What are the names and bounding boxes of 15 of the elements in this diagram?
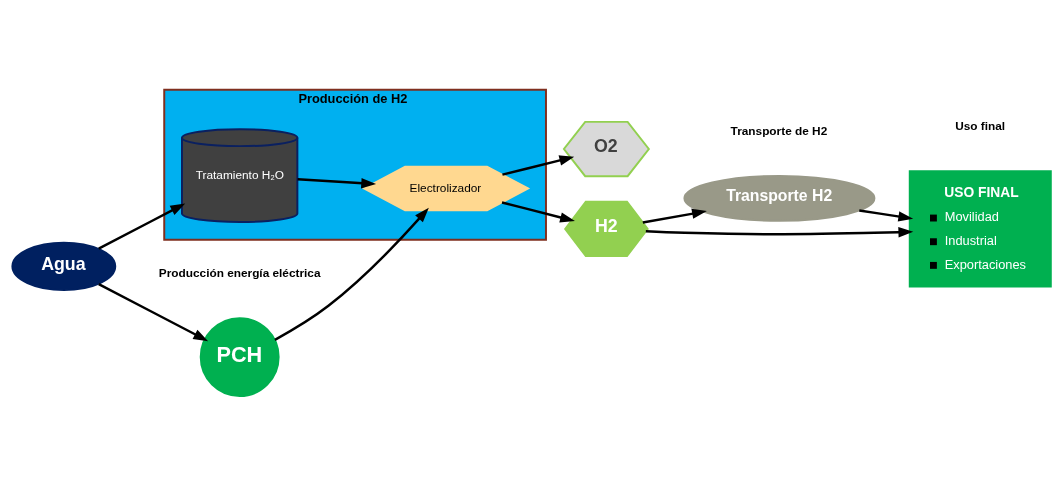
- arrow: [501, 200, 575, 222]
- arrow: [98, 203, 186, 250]
- arrow: [98, 282, 209, 341]
- node-label: Uso final: [955, 118, 1006, 133]
- arrow: [274, 207, 429, 341]
- node-label: Transporte de H2: [730, 123, 828, 138]
- node-circle: PCH: [199, 316, 280, 397]
- arrow: [642, 208, 707, 224]
- node-ellipse: Agua: [11, 241, 117, 291]
- arrow: [297, 177, 377, 188]
- arrow: [502, 154, 575, 176]
- node-label: Producción energía eléctrica: [158, 265, 321, 280]
- arrow: [645, 226, 914, 237]
- node-box: USO FINAL Movilidad Industrial Exportaciones: [908, 169, 1052, 288]
- arrow: [859, 208, 914, 222]
